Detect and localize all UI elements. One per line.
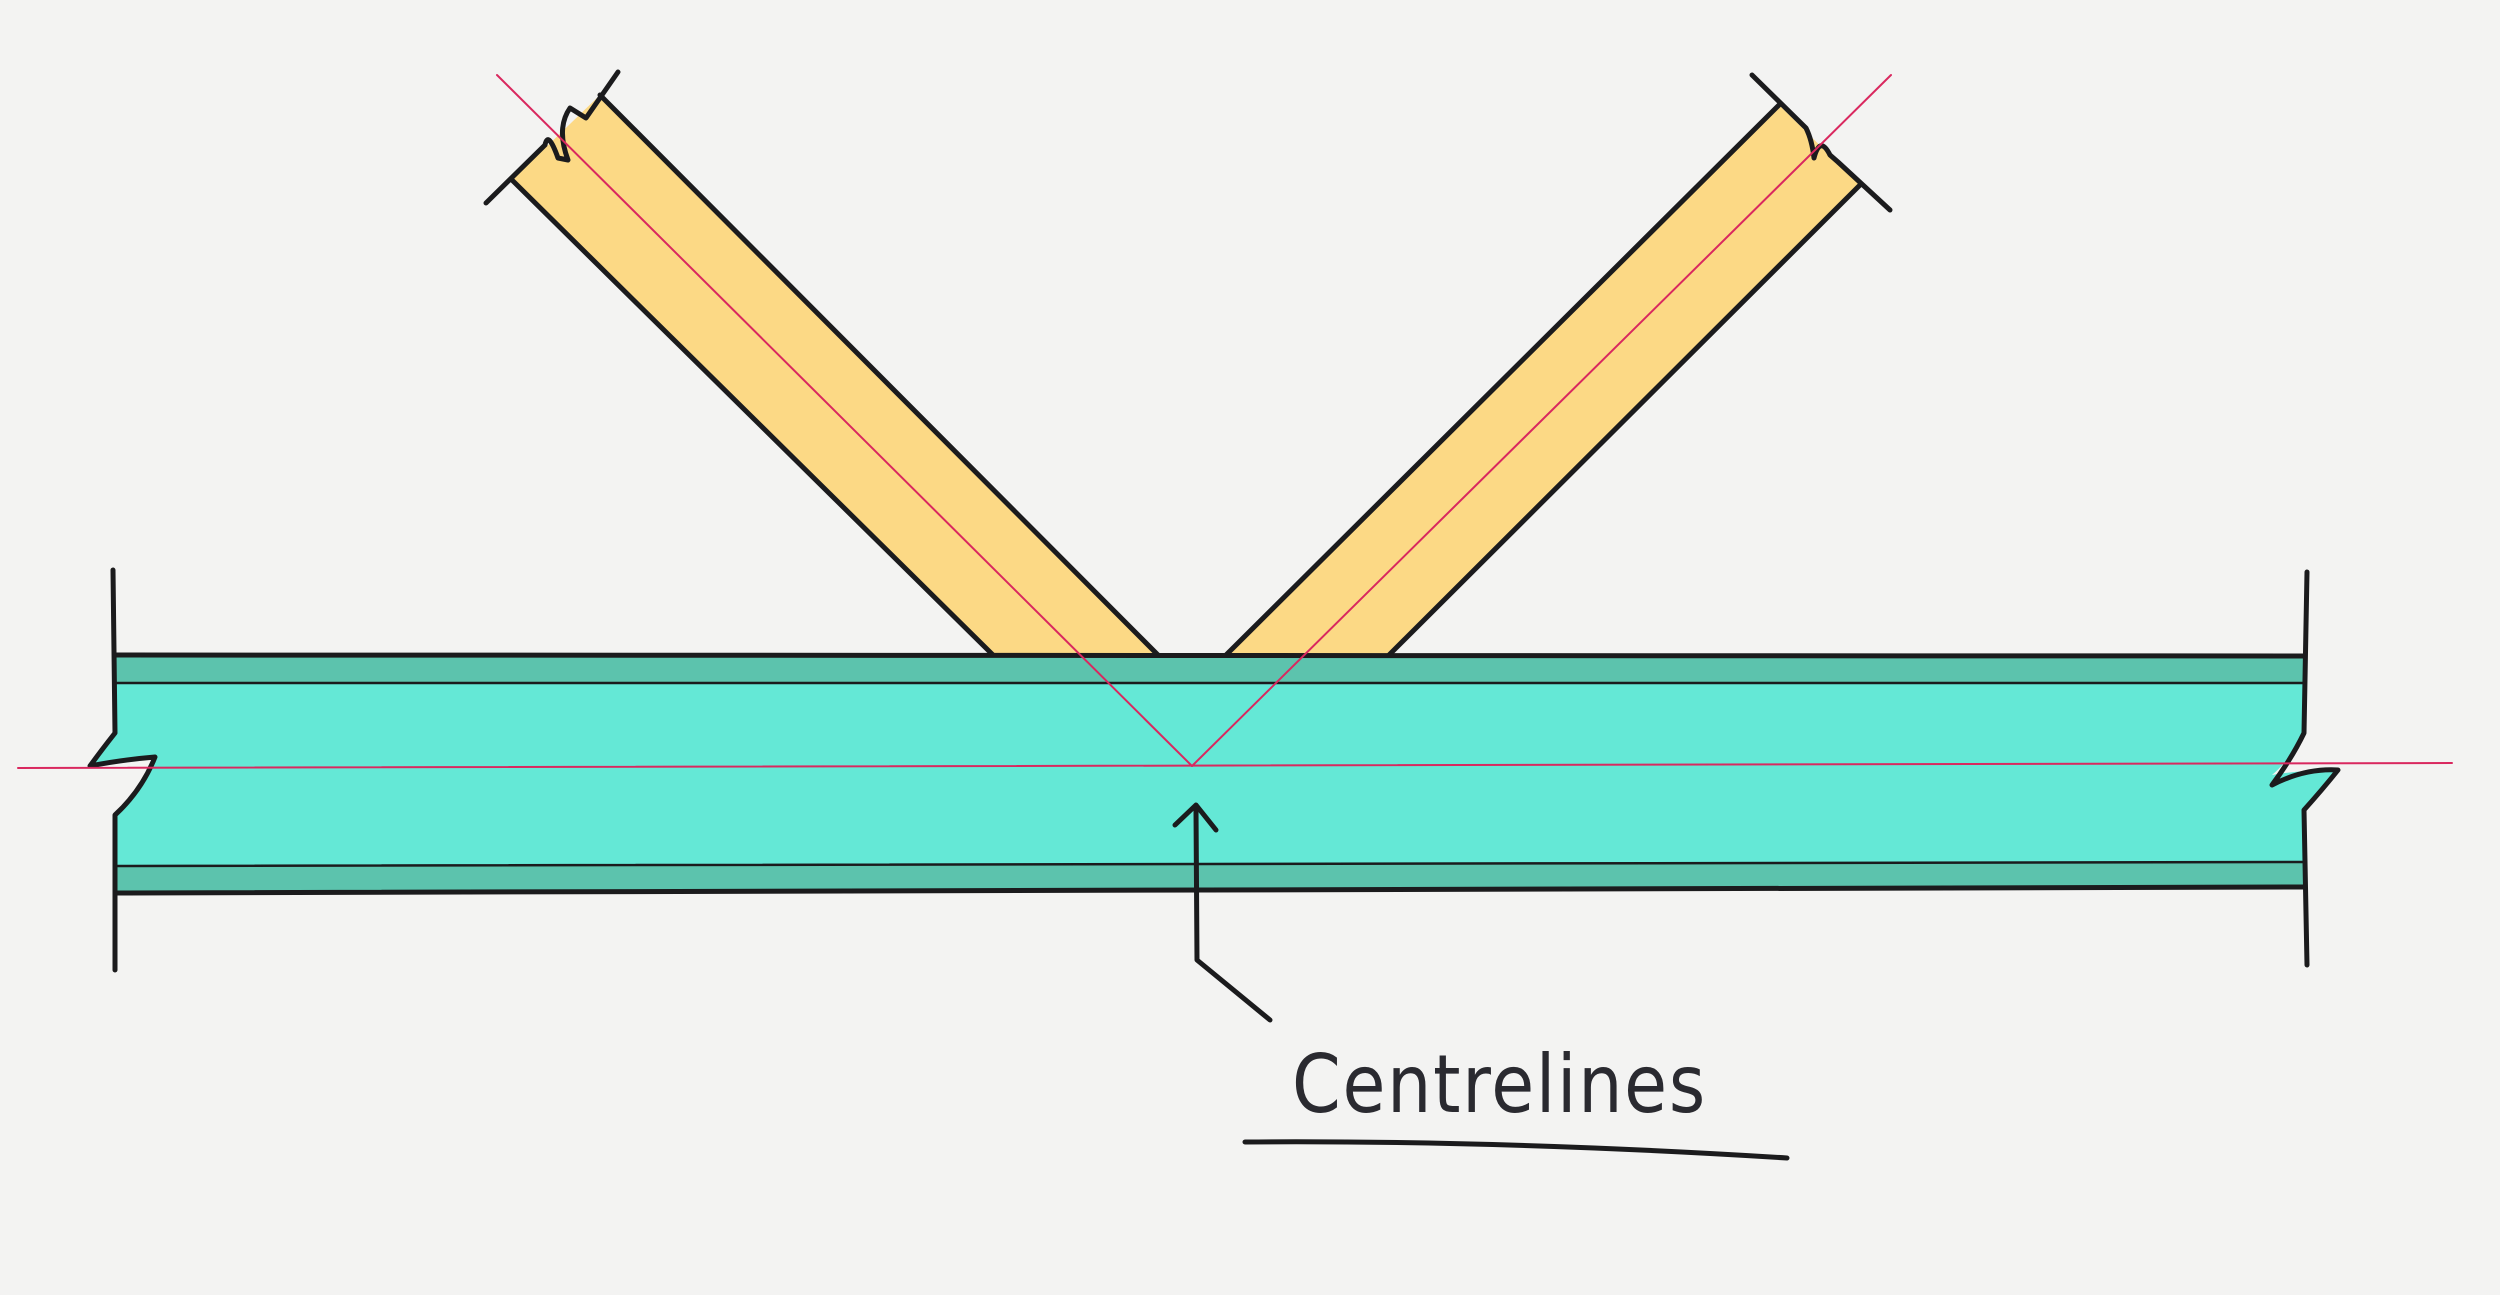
- label-text: Centrelines: [1292, 1038, 1707, 1131]
- chord-left-break-mark: [87, 567, 158, 973]
- centrelines: [17, 74, 2453, 769]
- centrelines-label: Centrelines: [1242, 1038, 1790, 1161]
- chord-bottom-flange: [115, 862, 2303, 893]
- label-underline: [1242, 1139, 1790, 1161]
- annotation-arrow: [1172, 802, 1273, 1023]
- chord-web-fill: [90, 655, 2338, 893]
- right-brace: [1223, 72, 1893, 658]
- left-brace-centreline: [496, 74, 1193, 767]
- left-brace-break-mark: [483, 69, 621, 206]
- chord-top-flange: [115, 655, 2303, 683]
- chord-centreline: [17, 762, 2453, 769]
- left-brace-fill: [512, 95, 1158, 655]
- chord-right-break-mark: [2269, 569, 2341, 968]
- left-brace: [483, 69, 1161, 658]
- right-brace-break-mark: [1749, 72, 1893, 213]
- right-brace-centreline: [1191, 74, 1892, 767]
- chord-member: [87, 567, 2341, 973]
- right-brace-fill: [1226, 105, 1860, 655]
